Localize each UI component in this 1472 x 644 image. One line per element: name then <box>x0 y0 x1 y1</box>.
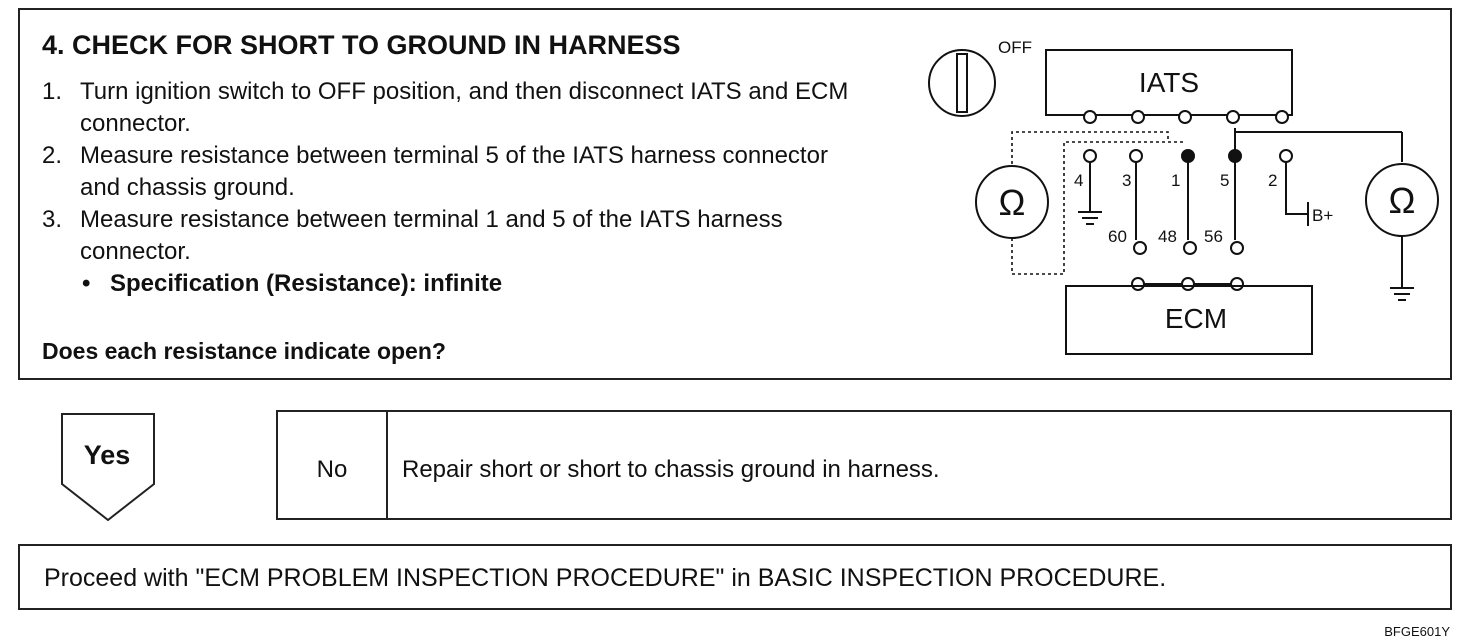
terminal-labels: 4 3 1 5 2 60 48 56 B+ <box>1074 171 1333 246</box>
proceed-text: Proceed with "ECM PROBLEM INSPECTION PRO… <box>44 564 1167 592</box>
proceed-box: Proceed with "ECM PROBLEM INSPECTION PRO… <box>18 544 1452 610</box>
instruction-item: 3. Measure resistance between terminal 1 … <box>42 204 862 268</box>
item-text: Turn ignition switch to OFF position, an… <box>80 78 849 137</box>
circuit-diagram: OFF IATS <box>928 38 1439 355</box>
iats-connector-pins <box>1068 110 1289 124</box>
bplus-label: B+ <box>1312 206 1333 225</box>
yes-label: Yes <box>83 440 131 470</box>
item-text: Measure resistance between terminal 5 of… <box>80 142 828 201</box>
terminal-label: 60 <box>1108 227 1127 246</box>
terminal-label: 5 <box>1220 171 1229 190</box>
ecm-label: ECM <box>1165 303 1227 334</box>
check-step-panel: 4. CHECK FOR SHORT TO GROUND IN HARNESS … <box>18 8 1452 380</box>
iats-label: IATS <box>1139 67 1199 98</box>
meter-leads <box>1011 131 1184 275</box>
terminal-label: 56 <box>1204 227 1223 246</box>
no-action-text: Repair short or short to chassis ground … <box>402 456 940 483</box>
no-result-box: No Repair short or short to chassis grou… <box>276 410 1452 520</box>
item-number: 1. <box>42 78 63 105</box>
item-text: Measure resistance between terminal 1 an… <box>80 206 783 265</box>
question-text: Does each resistance indicate open? <box>42 338 446 364</box>
terminal-label: 2 <box>1268 171 1277 190</box>
instruction-item: 2. Measure resistance between terminal 5 … <box>42 140 862 204</box>
ohm-symbol: Ω <box>999 182 1026 223</box>
figure-code: BFGE601Y <box>1384 624 1450 639</box>
instruction-list: 1. Turn ignition switch to OFF position, … <box>42 76 862 268</box>
instruction-item: 1. Turn ignition switch to OFF position, … <box>42 76 862 140</box>
harness-wires <box>1078 128 1309 255</box>
specification: • Specification (Resistance): infinite <box>82 270 502 298</box>
step-title: 4. CHECK FOR SHORT TO GROUND IN HARNESS <box>42 30 681 60</box>
terminal-label: 1 <box>1171 171 1180 190</box>
ecm-box <box>1065 285 1313 355</box>
no-label: No <box>316 456 348 483</box>
terminal-label: 4 <box>1074 171 1083 190</box>
right-ohmmeter-icon: Ω <box>1365 163 1439 301</box>
terminal-label: 48 <box>1158 227 1177 246</box>
divider <box>386 412 388 518</box>
bullet-dot: • <box>82 270 91 297</box>
ecm-connector-pins <box>1131 277 1244 291</box>
left-ohmmeter-icon: Ω <box>975 165 1049 239</box>
ohm-symbol: Ω <box>1389 180 1416 221</box>
ignition-switch-icon <box>928 49 996 117</box>
item-number: 2. <box>42 142 63 169</box>
terminal-label: 3 <box>1122 171 1131 190</box>
yes-arrow-shape <box>61 413 155 522</box>
item-number: 3. <box>42 206 63 233</box>
switch-off-label: OFF <box>998 38 1032 57</box>
specification-text: Specification (Resistance): infinite <box>110 270 503 297</box>
